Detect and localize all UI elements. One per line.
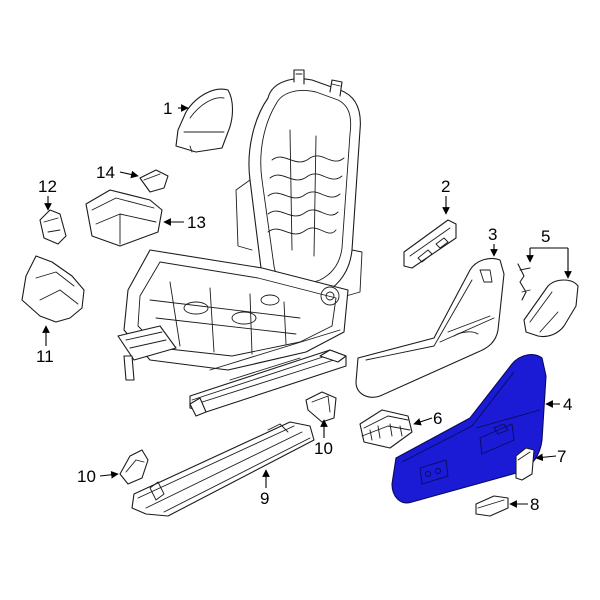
callout-labels: 1 2 3 4 5 6 7 8 9 10 10 11 12 13 14 xyxy=(36,99,572,514)
callout-1: 1 xyxy=(163,99,172,118)
callout-3: 3 xyxy=(488,225,497,244)
callout-11: 11 xyxy=(36,347,54,366)
leader-lines xyxy=(42,104,572,508)
part-11-trim xyxy=(21,255,85,323)
part-9-rail-cover xyxy=(131,421,315,517)
part-13-bracket xyxy=(85,189,163,247)
callout-6: 6 xyxy=(433,409,442,428)
part-14-clip xyxy=(139,169,169,193)
callout-7: 7 xyxy=(557,447,566,466)
part-10-clip-right xyxy=(305,391,337,423)
seat-frame xyxy=(117,69,363,417)
part-6-switch xyxy=(359,409,413,449)
part-1-trim xyxy=(175,88,234,153)
callout-5: 5 xyxy=(541,227,550,246)
part-7-knob xyxy=(515,447,535,481)
callout-2: 2 xyxy=(441,177,450,196)
callout-4: 4 xyxy=(563,395,572,414)
part-10-clip-left xyxy=(119,449,149,485)
callout-13: 13 xyxy=(187,213,206,232)
callout-10-left: 10 xyxy=(77,467,96,486)
part-5-cover xyxy=(517,263,579,338)
callout-9: 9 xyxy=(260,489,269,508)
part-2-bezel xyxy=(403,219,457,269)
part-8-knob xyxy=(475,495,509,517)
callout-10-right: 10 xyxy=(314,439,333,458)
callout-8: 8 xyxy=(530,495,539,514)
callout-14: 14 xyxy=(96,163,115,182)
callout-12: 12 xyxy=(38,177,57,196)
part-12-clip xyxy=(39,209,67,245)
part-3-shield xyxy=(355,257,505,398)
